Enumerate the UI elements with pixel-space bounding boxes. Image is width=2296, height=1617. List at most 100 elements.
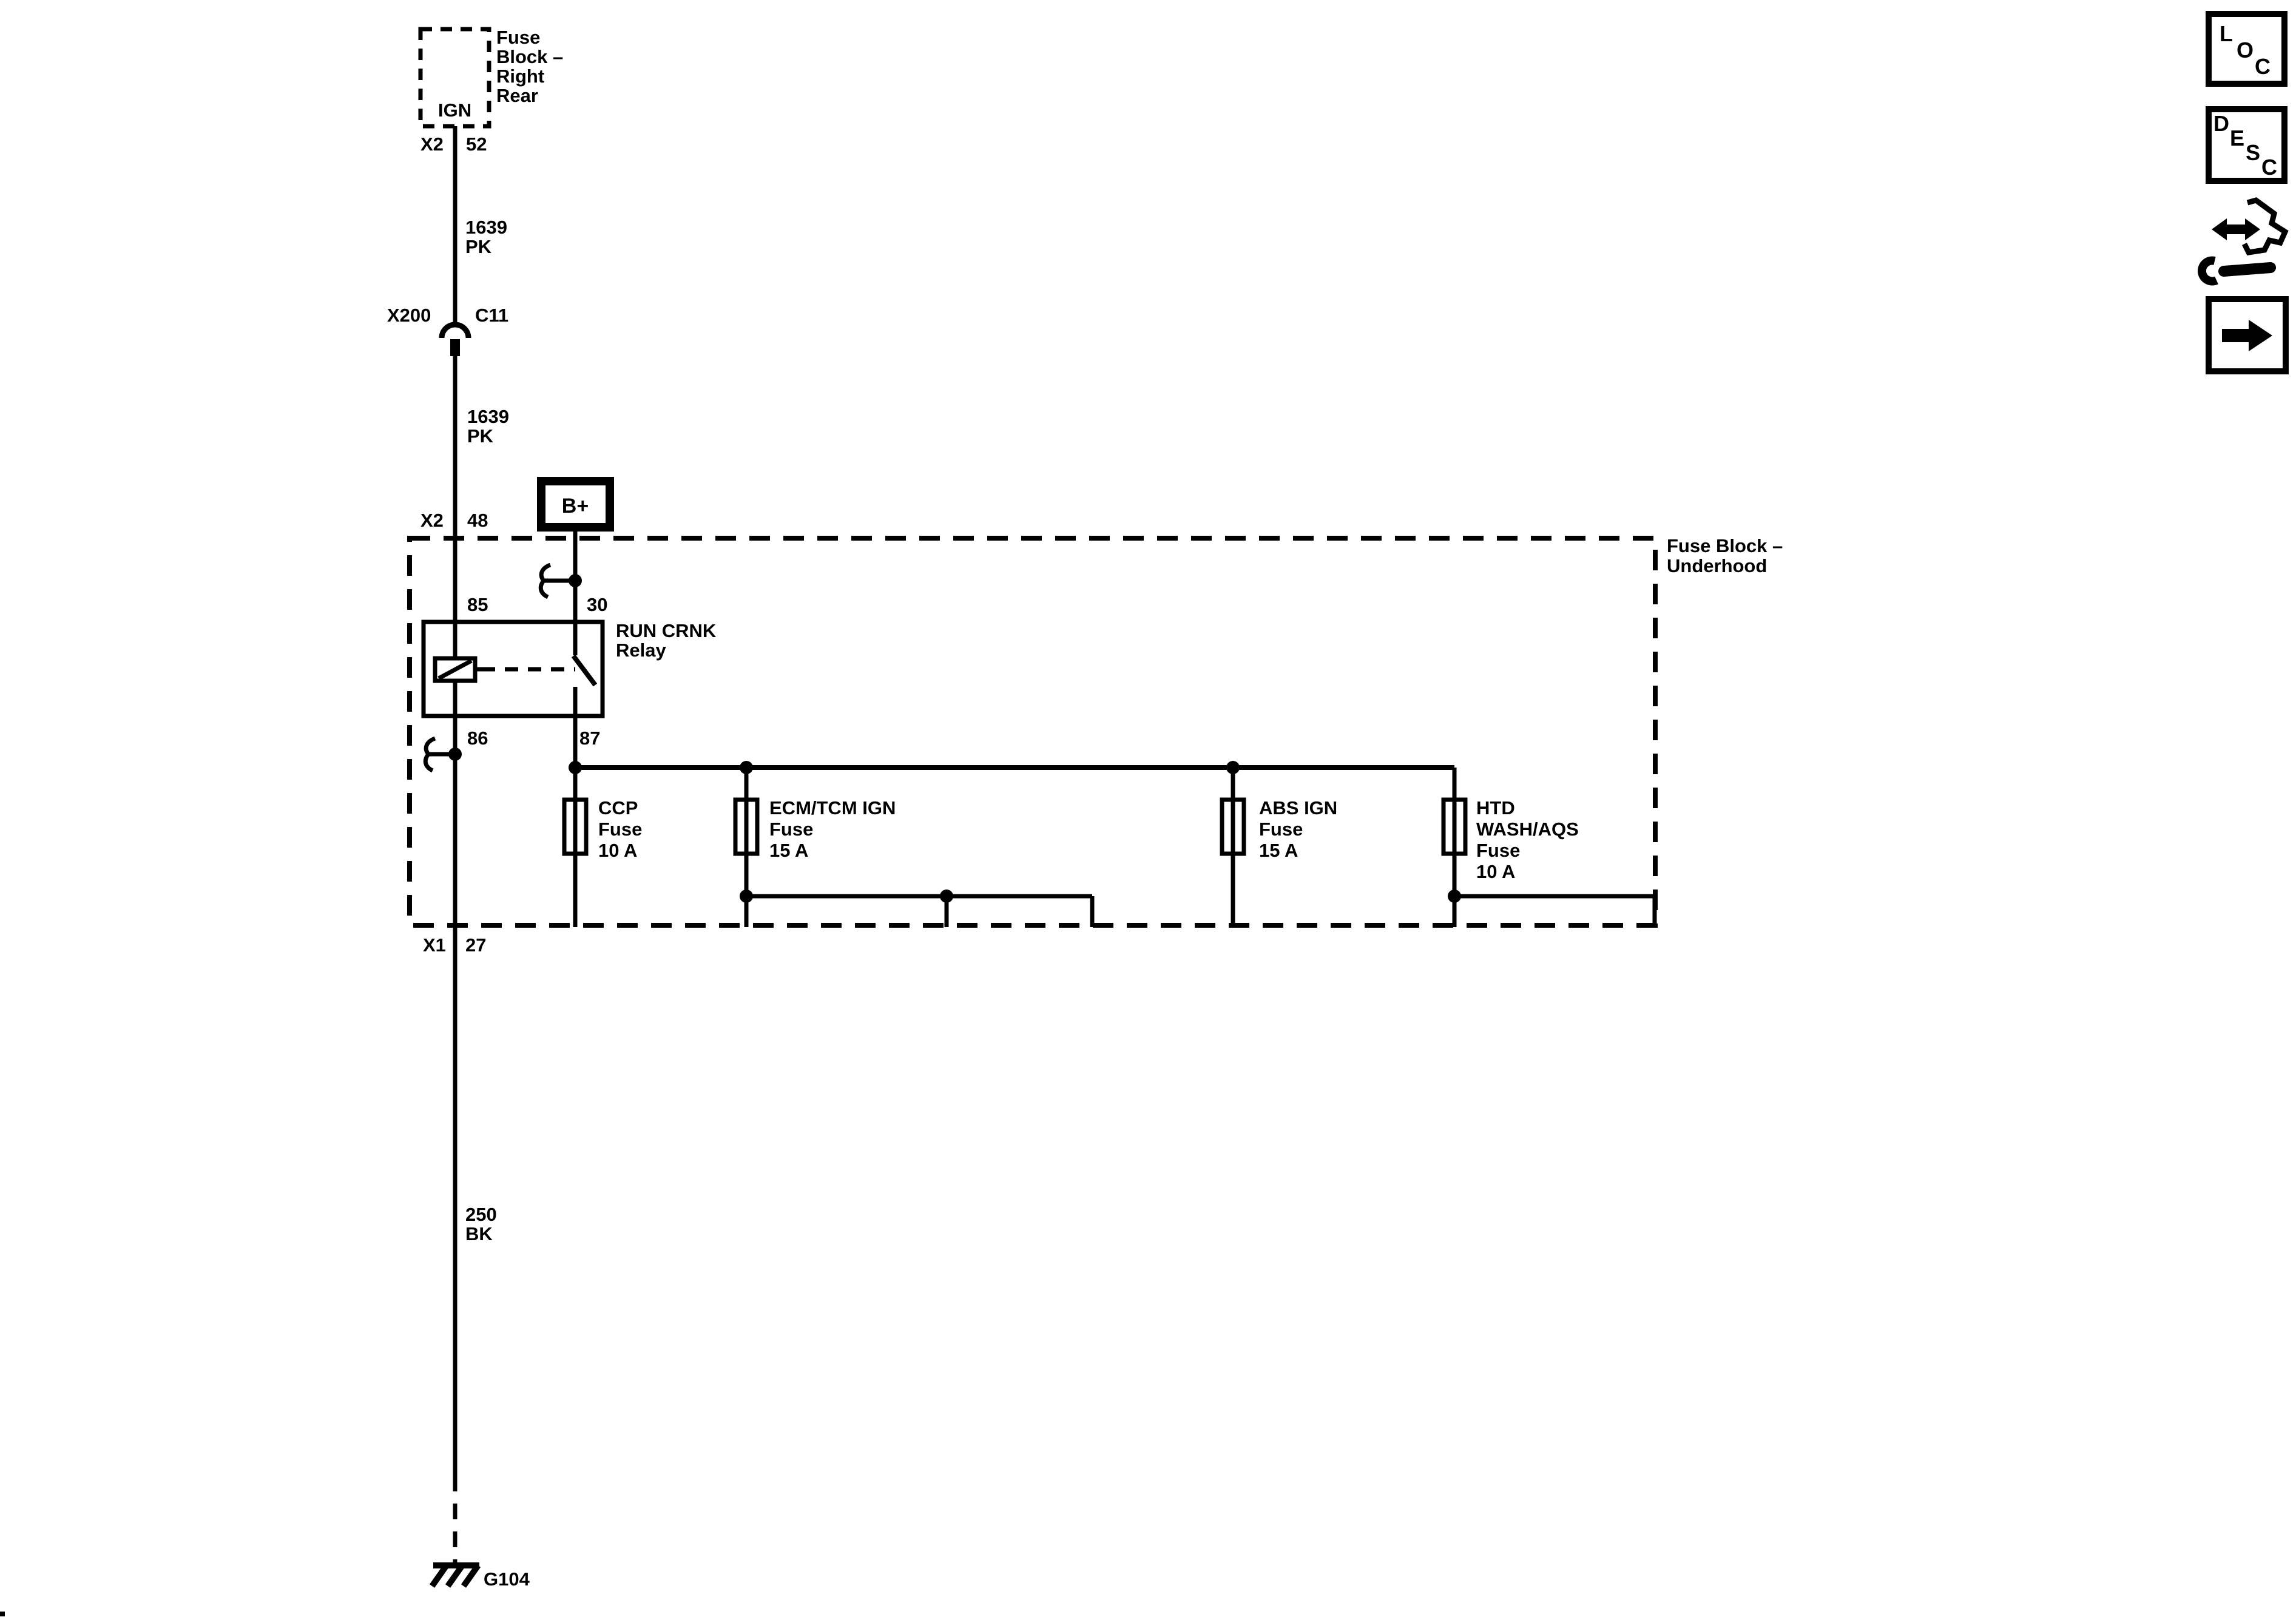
fuse-symbol: [1441, 797, 1468, 856]
fuse-word: Fuse: [1476, 840, 1520, 861]
fuse-symbol: [1220, 797, 1246, 856]
fuse-word: Fuse: [769, 819, 813, 840]
page-corner-mark: [0, 1612, 5, 1616]
right-rear-connector-id: X2: [420, 133, 444, 155]
connector-cavity: C11: [475, 305, 508, 326]
ground-symbol: [429, 1562, 481, 1588]
right-rear-pin-number: 52: [466, 133, 487, 155]
fuse-name: CCP: [598, 797, 638, 819]
wire-color-code: BK: [465, 1223, 493, 1244]
relay-terminal-87: 87: [579, 727, 600, 749]
bplus-box: [537, 477, 614, 532]
right-rear-name-line4: Rear: [496, 85, 538, 106]
wire-color-code: PK: [467, 425, 494, 447]
desc-letter-s: S: [2246, 140, 2260, 165]
underhood-name-line1: Fuse Block –: [1667, 535, 1783, 556]
next-box: [2206, 296, 2289, 374]
takeout-hook-icon: [538, 562, 570, 599]
abs-ign-fuse: ABS IGN Fuse 15 A: [1220, 768, 1337, 927]
connector-id: X200: [387, 305, 431, 326]
fuse-symbol: [562, 797, 589, 856]
underhood-entry-pin: 48: [467, 510, 488, 531]
loc-letter-o: O: [2237, 38, 2254, 62]
repair-info-button[interactable]: [2198, 197, 2289, 286]
fuse-name-line1: HTD: [1476, 797, 1515, 819]
run-crnk-relay: 85 30 86 87 RUN CRNK Relay: [421, 594, 717, 1476]
toolbar-icons: L O C D E S C: [2198, 11, 2289, 374]
ground-id: G104: [484, 1568, 530, 1590]
loc-button[interactable]: L O C: [2206, 11, 2288, 87]
wrench-handle-icon: [2218, 262, 2276, 277]
wire-circuit-number: 1639: [467, 406, 509, 427]
loc-letter-c: C: [2255, 54, 2271, 79]
wrench-jaw-icon: [2198, 256, 2218, 286]
fuse-word: Fuse: [598, 819, 642, 840]
junction-dot: [1448, 890, 1461, 903]
wire-circuit-number: 250: [465, 1204, 497, 1225]
takeout-hook-icon: [423, 736, 450, 773]
ground-path: X1 27 250 BK G104: [423, 934, 530, 1590]
fuse-rating: 15 A: [1259, 840, 1298, 861]
fuse-feed-bus: [569, 716, 1454, 927]
right-arrow-icon: [2249, 320, 2272, 351]
junction-dot: [740, 890, 753, 903]
right-rear-name-line3: Right: [496, 66, 544, 87]
relay-terminal-86: 86: [467, 727, 488, 749]
htd-wash-aqs-fuse: HTD WASH/AQS Fuse 10 A: [1441, 768, 1657, 927]
desc-letter-e: E: [2230, 126, 2244, 150]
desc-letter-d: D: [2213, 111, 2229, 136]
desc-box: [2206, 106, 2288, 184]
fuse-name: ABS IGN: [1259, 797, 1337, 819]
underhood-exit-connector: X1: [423, 934, 446, 956]
connector-pin: [450, 339, 460, 356]
underhood-name-line2: Underhood: [1667, 555, 1767, 576]
ground-hatch: [461, 1564, 481, 1588]
wire-circuit-number: 1639: [465, 217, 507, 238]
ign-wire-mid: 1639 PK X2 48: [420, 356, 509, 658]
junction-dot: [569, 761, 582, 774]
connector-socket-arc: [439, 322, 471, 339]
relay-coil-diagonal: [437, 658, 473, 681]
underhood-exit-pin: 27: [465, 934, 486, 956]
right-rear-name-line2: Block –: [496, 46, 563, 67]
relay-name-line1: RUN CRNK: [616, 620, 717, 641]
ign-wire-upper: 1639 PK: [453, 126, 507, 322]
ground-hatch: [429, 1564, 450, 1588]
bplus-terminal: B+: [537, 477, 614, 655]
relay-outline: [421, 619, 605, 718]
right-rear-block-outline: [418, 27, 491, 129]
right-rear-pin-label: IGN: [438, 100, 471, 121]
junction-dot: [569, 574, 582, 587]
relay-terminal-30: 30: [587, 594, 607, 615]
desc-letter-c: C: [2261, 155, 2277, 180]
relay-name-line2: Relay: [616, 640, 666, 661]
fuse-rating: 15 A: [769, 840, 808, 861]
desc-button[interactable]: D E S C: [2206, 106, 2288, 184]
next-button[interactable]: [2206, 296, 2289, 374]
bplus-label: B+: [562, 495, 589, 518]
ecm-tcm-ign-fuse: ECM/TCM IGN Fuse 15 A: [733, 768, 1095, 927]
fuse-name: ECM/TCM IGN: [769, 797, 896, 819]
fuse-rating: 10 A: [598, 840, 637, 861]
ground-hatch: [445, 1564, 465, 1588]
junction-dot: [940, 890, 953, 903]
right-rear-name-line1: Fuse: [496, 27, 540, 48]
fuse-word: Fuse: [1259, 819, 1303, 840]
underhood-block-outline: [407, 536, 1658, 928]
ccp-fuse: CCP Fuse 10 A: [562, 797, 642, 861]
double-arrow-icon: [2212, 218, 2260, 240]
fuse-name-line2: WASH/AQS: [1476, 819, 1579, 840]
loc-letter-l: L: [2220, 21, 2233, 46]
relay-terminal-85: 85: [467, 594, 488, 615]
fuse-symbol: [733, 797, 760, 856]
inline-connector-x200: X200 C11: [387, 305, 508, 356]
fuse-block-underhood: Fuse Block – Underhood: [407, 535, 1783, 928]
loc-box: [2206, 11, 2288, 87]
junction-dot: [448, 748, 462, 761]
fuse-rating: 10 A: [1476, 861, 1515, 882]
fuse-block-right-rear: IGN Fuse Block – Right Rear X2 52: [418, 27, 563, 155]
wire-color-code: PK: [465, 236, 492, 257]
underhood-entry-connector: X2: [420, 510, 444, 531]
